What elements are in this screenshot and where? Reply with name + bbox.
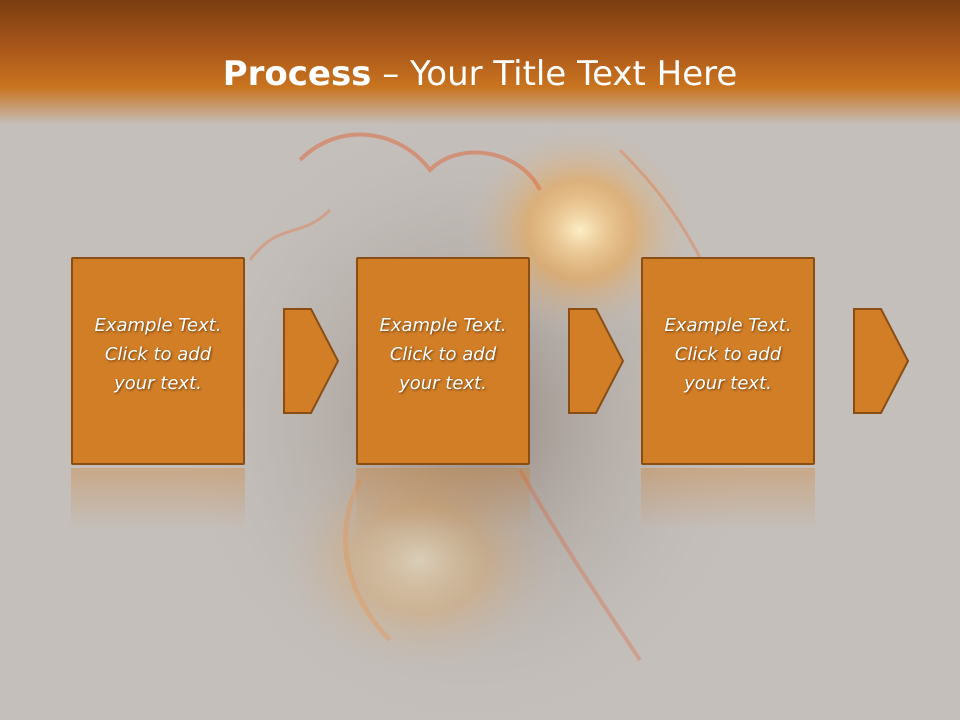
step-1-arrow-icon: [283, 308, 339, 414]
step-3-line-2: Click to add: [674, 344, 782, 365]
step-2-line-3: your text.: [399, 373, 487, 394]
step-3-arrow-icon: [853, 308, 909, 414]
step-3-line-1: Example Text.: [664, 315, 792, 336]
title-bold: Process: [222, 54, 372, 94]
step-2-line-1: Example Text.: [379, 315, 507, 336]
process-step-3[interactable]: Example Text. Click to add your text.: [641, 257, 815, 465]
title-rest: – Your Title Text Here: [371, 54, 738, 94]
process-step-1[interactable]: Example Text. Click to add your text.: [71, 257, 245, 465]
slide-title[interactable]: Process – Your Title Text Here: [0, 52, 960, 96]
step-2-reflection: [356, 468, 530, 530]
title-bar: [0, 0, 960, 125]
step-1-line-1: Example Text.: [94, 315, 222, 336]
step-2-arrow-icon: [568, 308, 624, 414]
step-2-line-2: Click to add: [389, 344, 497, 365]
step-2-text: Example Text. Click to add your text.: [358, 311, 528, 398]
step-1-line-3: your text.: [114, 373, 202, 394]
step-1-reflection: [71, 468, 245, 530]
step-1-line-2: Click to add: [104, 344, 212, 365]
process-step-2[interactable]: Example Text. Click to add your text.: [356, 257, 530, 465]
step-1-text: Example Text. Click to add your text.: [73, 311, 243, 398]
step-3-line-3: your text.: [684, 373, 772, 394]
step-3-text: Example Text. Click to add your text.: [643, 311, 813, 398]
step-3-reflection: [641, 468, 815, 530]
